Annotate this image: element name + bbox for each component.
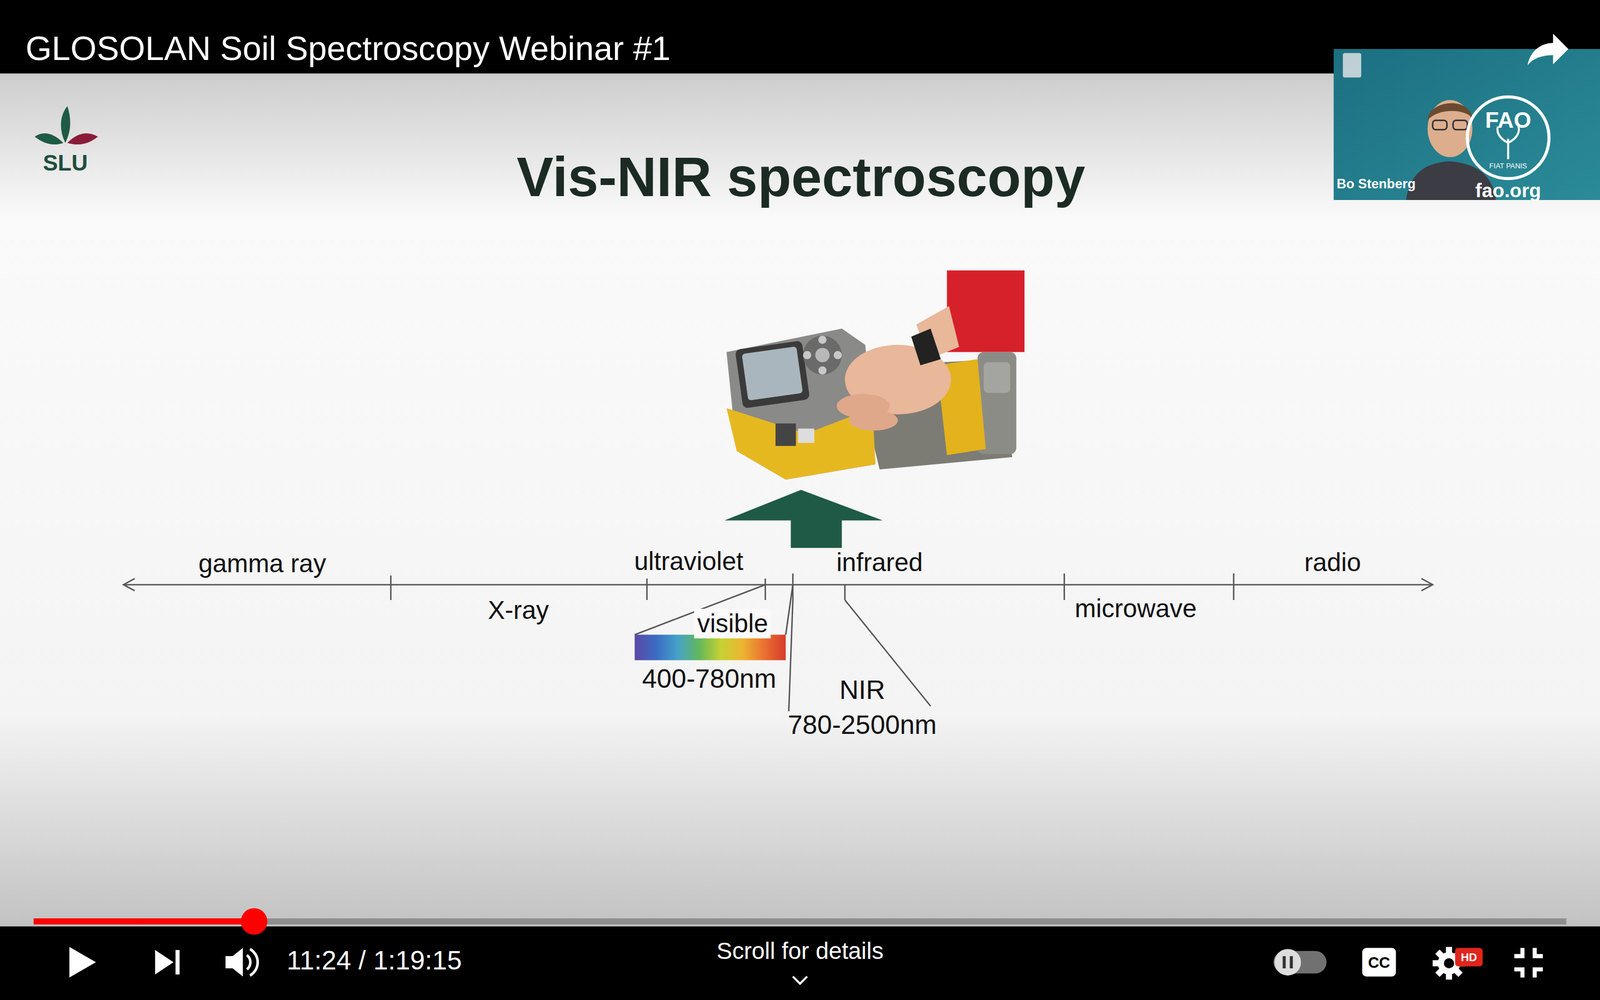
captions-box (1362, 947, 1397, 977)
logo-text: SLU (42, 150, 88, 177)
autoplay-toggle (1273, 948, 1327, 976)
band-label: microwave (1075, 593, 1197, 623)
logo-motto: FIAT PANIS (1489, 162, 1528, 171)
band-label: infrared (836, 547, 923, 578)
band-label: visible (693, 608, 772, 639)
exit-fullscreen-icon (1514, 947, 1543, 978)
speaker-name: Bo Stenberg (1336, 177, 1416, 193)
wavelength-range: 400-780nm (642, 664, 777, 695)
band-label: NIR (839, 675, 885, 707)
progress-played (33, 918, 255, 925)
share-icon (1527, 33, 1569, 66)
control-bar (0, 926, 1600, 1000)
band-label: gamma ray (198, 548, 327, 578)
web-address: fao.org (1475, 179, 1542, 202)
band-label: radio (1304, 547, 1362, 578)
slide-heading: Vis-NIR spectroscopy (516, 145, 1085, 209)
hd-badge (1455, 947, 1483, 967)
next-icon (155, 950, 180, 975)
handheld-spectrometer (726, 270, 1025, 480)
band-label: X-ray (487, 595, 549, 625)
logo-letters: FAO (1485, 107, 1532, 134)
slide-ground (0, 73, 1600, 927)
volume-icon (225, 947, 258, 977)
time-display: 11:24 / 1:19:15 (286, 946, 462, 977)
badge-text: HD (1460, 950, 1477, 964)
pointer-arrow (724, 490, 883, 549)
slu-logo (34, 106, 98, 145)
captions-text: CC (1367, 953, 1390, 972)
video-title: GLOSOLAN Soil Spectroscopy Webinar #1 (25, 29, 671, 69)
progress-knob (240, 908, 268, 935)
play-icon (69, 946, 97, 978)
webcam-overlay (1333, 48, 1600, 200)
scroll-hint: Scroll for details (716, 937, 884, 965)
band-label: ultraviolet (634, 546, 744, 577)
spectrum-axis (123, 573, 1433, 712)
visible-spectrum-band: visible400-780nm (634, 634, 786, 660)
wavelength-range: 780-2500nm (787, 710, 937, 741)
scroll-chevron (792, 976, 808, 984)
